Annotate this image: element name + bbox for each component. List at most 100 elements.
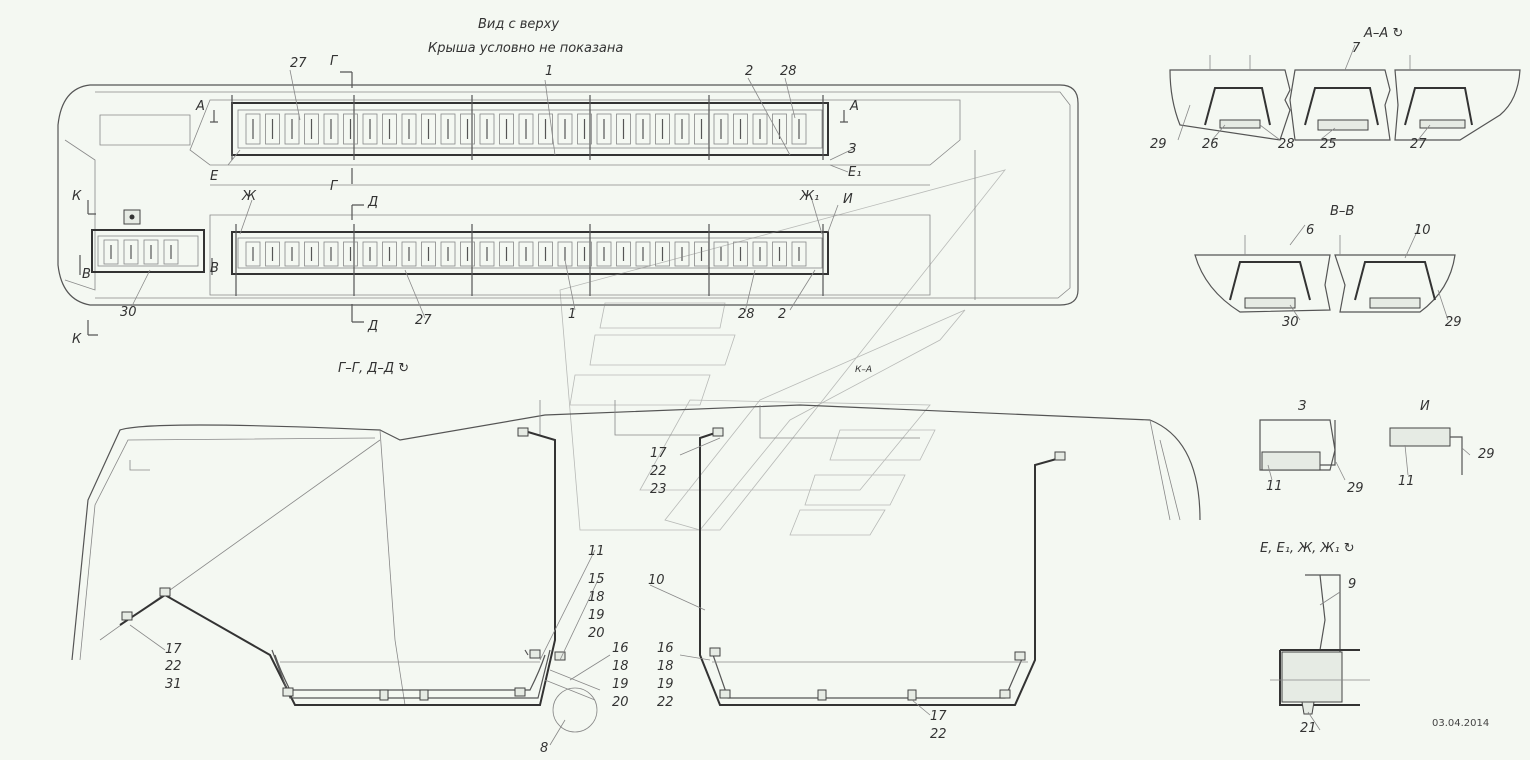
- roof-rack-upper: [231, 95, 829, 160]
- rack-slat: [265, 113, 280, 145]
- rack-slat: [518, 241, 534, 267]
- mark-i: И: [843, 192, 853, 207]
- callout-vv-6: 6: [1306, 223, 1315, 238]
- rotate-icon: ↻: [1392, 26, 1404, 41]
- view-label-aa: А–А ↻: [1364, 27, 1403, 40]
- callout-s-20a: 20: [588, 626, 605, 641]
- callout-28a: 28: [780, 64, 797, 79]
- rack-slat: [440, 113, 456, 145]
- rack-slat: [323, 113, 339, 145]
- rack-slat: [791, 113, 807, 145]
- mark-d-top: Д: [368, 195, 379, 210]
- rack-slat: [655, 113, 670, 145]
- view-label-z: З: [1298, 399, 1307, 414]
- rack-slat: [245, 241, 261, 267]
- rack-slat: [343, 241, 358, 267]
- rack-slat: [323, 241, 339, 267]
- callout-aa-29: 29: [1150, 137, 1167, 152]
- rack-slat: [577, 113, 592, 145]
- rack-slat: [265, 241, 280, 267]
- view-e: [1270, 574, 1370, 731]
- callout-s-22b: 22: [657, 695, 674, 710]
- callout-z-29: 29: [1347, 481, 1364, 496]
- mark-a-left: А: [196, 99, 205, 114]
- mark-k-bottom: К: [72, 332, 82, 347]
- rack-slat: [635, 241, 651, 267]
- roof-rack-small: [91, 229, 205, 273]
- callout-vv-10: 10: [1414, 223, 1431, 238]
- leaders-top: [129, 69, 856, 319]
- rack-slat: [538, 113, 553, 145]
- bus-top-view: [57, 84, 1079, 306]
- callout-s-22a: 22: [165, 659, 182, 674]
- rack-slat: [479, 241, 495, 267]
- callout-27b: 27: [415, 313, 432, 328]
- callout-s-19b: 19: [612, 677, 629, 692]
- callout-s-23: 23: [650, 482, 667, 497]
- drawing-date: 03.04.2014: [1432, 718, 1490, 729]
- rack-slat: [752, 113, 768, 145]
- mark-k-top: К: [72, 189, 82, 204]
- rack-slat: [382, 113, 397, 145]
- callout-aa-25: 25: [1320, 137, 1337, 152]
- callout-2b: 2: [778, 307, 787, 322]
- mark-z: З: [848, 142, 857, 157]
- rack-slat: [362, 241, 378, 267]
- view-label-i: И: [1420, 399, 1430, 414]
- watermark-logo: [559, 169, 1007, 536]
- mark-g-bottom: Г: [330, 179, 338, 194]
- callout-s-18b: 18: [612, 659, 629, 674]
- page-title: Вид с верху: [478, 17, 560, 32]
- rotate-icon: ↻: [1343, 541, 1355, 556]
- rack-slat: [596, 241, 612, 267]
- rack-slat: [479, 113, 495, 145]
- view-z: [1259, 419, 1346, 481]
- rack-slat: [596, 113, 612, 145]
- rack-slat: [655, 241, 670, 267]
- rack-slat: [538, 241, 553, 267]
- callout-e-21: 21: [1300, 721, 1317, 736]
- rack-slat: [123, 239, 139, 265]
- callout-27a: 27: [290, 56, 307, 71]
- section-gd: [71, 400, 1201, 746]
- callout-s-19c: 19: [657, 677, 674, 692]
- rack-slat: [304, 113, 319, 145]
- view-gd-text: Г–Г, Д–Д: [338, 361, 395, 376]
- callout-s-22c: 22: [930, 727, 947, 742]
- view-label-vv: В–В: [1330, 204, 1355, 219]
- rack-slat: [401, 241, 417, 267]
- mark-zh: Ж: [242, 189, 257, 204]
- rack-slat: [382, 241, 397, 267]
- view-label-eez: Е, Е₁, Ж, Ж₁ ↻: [1260, 542, 1355, 555]
- mark-v-right: В: [210, 261, 219, 276]
- callout-aa-27: 27: [1410, 137, 1427, 152]
- callout-s-10: 10: [648, 573, 665, 588]
- rack-slat: [713, 241, 729, 267]
- rack-slat: [103, 239, 119, 265]
- callout-s-16a: 16: [612, 641, 629, 656]
- mark-g-top: Г: [330, 54, 338, 69]
- rack-slat: [752, 241, 768, 267]
- callout-vv-29: 29: [1445, 315, 1462, 330]
- rack-slat: [713, 113, 729, 145]
- callout-z-11: 11: [1266, 479, 1283, 494]
- rack-slat: [674, 241, 690, 267]
- callout-30: 30: [120, 305, 137, 320]
- callout-s-17b: 17: [930, 709, 947, 724]
- rack-slat: [284, 241, 300, 267]
- rack-slat: [284, 113, 300, 145]
- rack-slat: [440, 241, 456, 267]
- rack-slat: [421, 241, 436, 267]
- view-aa-text: А–А: [1364, 26, 1389, 41]
- rack-slat: [421, 113, 436, 145]
- callout-vv-30: 30: [1282, 315, 1299, 330]
- callout-s-18a: 18: [588, 590, 605, 605]
- view-label-ka: К–А: [855, 365, 873, 375]
- rack-slat: [733, 241, 748, 267]
- rack-slat: [499, 241, 514, 267]
- callout-s-20b: 20: [612, 695, 629, 710]
- callout-1a: 1: [545, 64, 554, 79]
- callout-s-17a: 17: [165, 642, 182, 657]
- callout-s-16b: 16: [657, 641, 674, 656]
- rack-slat: [674, 113, 690, 145]
